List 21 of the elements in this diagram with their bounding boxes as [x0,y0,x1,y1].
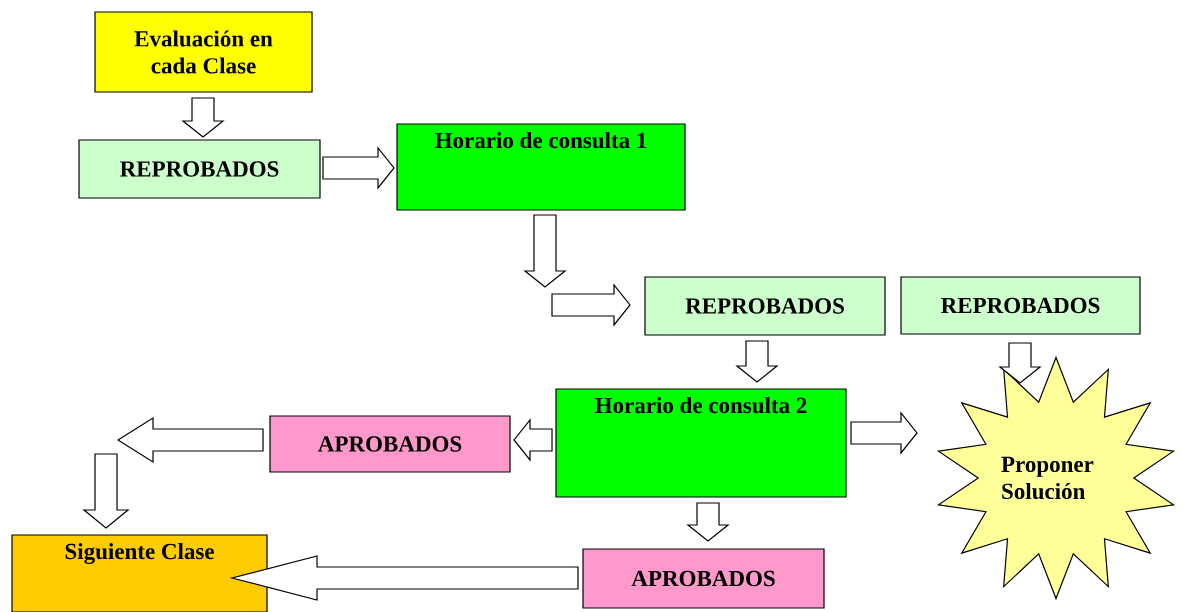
process-box: APROBADOS [582,548,825,609]
block-arrow [850,411,918,455]
process-box: REPROBADOS [78,139,321,199]
block-arrow [551,283,631,327]
process-box: Siguiente Clase [11,534,268,612]
block-arrow [181,97,225,138]
block-arrow [523,214,567,288]
block-arrow [735,340,779,383]
process-box: REPROBADOS [644,276,886,336]
block-arrow [229,555,579,601]
block-arrow [686,502,730,542]
block-arrow [513,418,553,462]
block-arrow [322,146,395,190]
block-arrow [82,453,130,529]
process-box: REPROBADOS [900,276,1141,335]
block-arrow [998,342,1042,384]
process-box: APROBADOS [269,415,511,473]
process-box: Horario de consulta 1 [396,123,686,211]
process-box: Evaluación en cada Clase [94,11,313,93]
process-box: Horario de consulta 2 [555,388,847,498]
block-arrow [116,416,264,464]
